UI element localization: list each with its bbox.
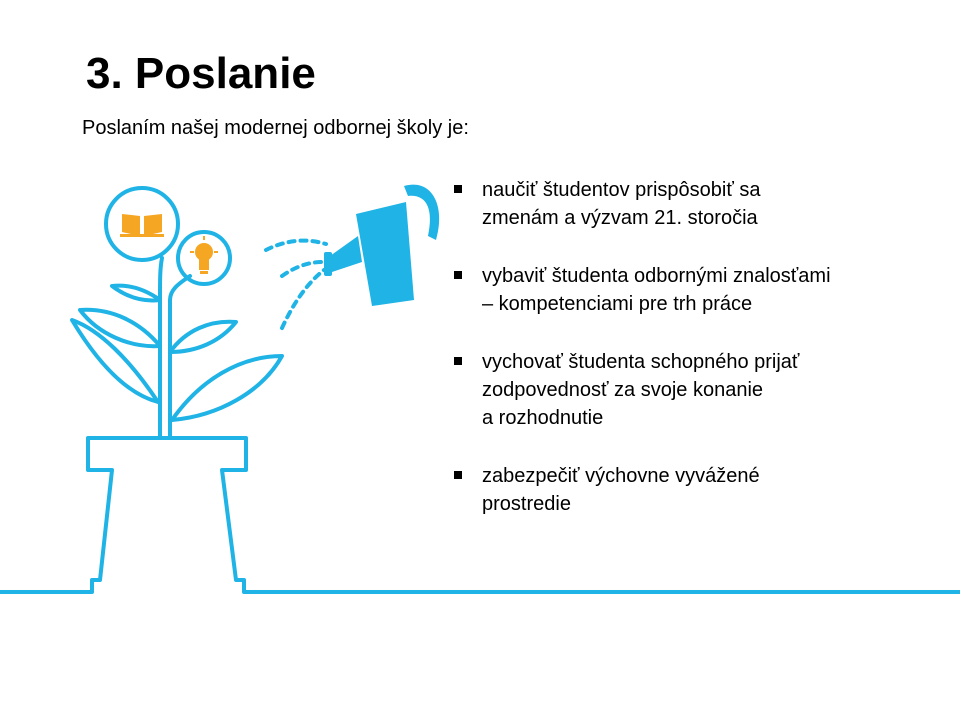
list-item: vychovať študenta schopného prijať zodpo… (452, 348, 922, 432)
water-drop-line (280, 260, 324, 278)
page-title: 3. Poslanie (86, 49, 316, 98)
flower-circle-book (104, 186, 180, 262)
plant-stem (158, 256, 164, 440)
plant-illustration (0, 184, 960, 594)
leaf (110, 283, 162, 303)
ground-line (0, 436, 960, 594)
book-icon (120, 214, 164, 237)
list-item: naučiť študentov prispôsobiť sa zmenám a… (452, 176, 922, 232)
square-bullet-icon (454, 471, 462, 479)
square-bullet-icon (454, 185, 462, 193)
square-bullet-icon (454, 271, 462, 279)
flower-circle-bulb (176, 230, 232, 286)
leaf (168, 319, 238, 354)
list-item: zabezpečiť výchovne vyvážené prostredie (452, 462, 922, 518)
water-drop-line (264, 238, 328, 252)
leaf (70, 318, 160, 404)
plant-stem-right (168, 274, 192, 440)
list-item: vybaviť študenta odbornými znalosťami – … (452, 262, 922, 318)
square-bullet-icon (454, 357, 462, 365)
mission-list: naučiť študentov prispôsobiť sa zmenám a… (452, 176, 922, 548)
lightbulb-icon (190, 236, 218, 274)
subtitle: Poslaním našej modernej odbornej školy j… (82, 117, 469, 139)
watering-can-icon (324, 184, 440, 306)
leaf (170, 354, 284, 422)
leaf (78, 307, 162, 349)
water-drop-line (280, 268, 326, 330)
